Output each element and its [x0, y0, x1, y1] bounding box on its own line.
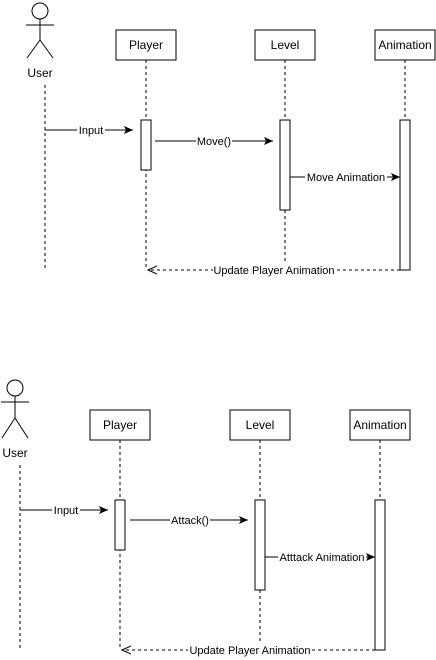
- message-input: Input: [20, 503, 108, 517]
- message-update-player-animation: Update Player Animation: [122, 643, 375, 657]
- actor-label: User: [2, 446, 27, 460]
- actor-user: User: [1, 379, 29, 648]
- participant-player: Player: [115, 29, 177, 268]
- participant-label: Animation: [353, 418, 406, 432]
- actor-user: User: [26, 2, 54, 268]
- message-label: Input: [79, 125, 103, 137]
- message-attack: Attack(): [130, 513, 248, 527]
- message-attack-animation: Atttack Animation: [265, 550, 375, 564]
- participant-player: Player: [89, 409, 151, 648]
- message-label: Update Player Animation: [213, 265, 334, 277]
- sequence-diagram-2: User Player Level Animation: [1, 379, 411, 657]
- participant-box: [229, 409, 291, 441]
- message-move-animation: Move Animation: [290, 170, 400, 184]
- activation-bar-level: [279, 119, 291, 211]
- message-label: Move Animation: [307, 172, 385, 184]
- message-label: Attack(): [171, 515, 209, 527]
- participant-label: Player: [103, 418, 137, 432]
- message-input: Input: [45, 123, 133, 137]
- participant-label: Animation: [378, 38, 431, 52]
- participant-animation: Animation: [374, 29, 436, 271]
- participant-label: Level: [246, 418, 275, 432]
- participant-level: Level: [229, 409, 291, 648]
- participant-box: [89, 409, 151, 441]
- actor-label: User: [27, 66, 52, 80]
- activation-bar-animation: [374, 499, 386, 651]
- activation-bar-player: [140, 119, 152, 171]
- participant-label: Level: [271, 38, 300, 52]
- participant-label: Player: [129, 38, 163, 52]
- message-label: Move(): [197, 136, 231, 148]
- participant-animation: Animation: [349, 409, 411, 651]
- activation-bar-level: [254, 499, 266, 591]
- message-label: Update Player Animation: [189, 645, 310, 657]
- stick-figure-icon: [26, 2, 54, 59]
- message-update-player-animation: Update Player Animation: [148, 263, 400, 277]
- participant-level: Level: [254, 29, 316, 268]
- message-label: Atttack Animation: [280, 552, 365, 564]
- participant-box: [254, 29, 316, 61]
- activation-bar-animation: [399, 119, 411, 271]
- sequence-diagram-1: User Player Level Animation: [26, 2, 436, 277]
- activation-bar-player: [114, 499, 126, 551]
- stick-figure-icon: [1, 379, 29, 439]
- message-label: Input: [54, 505, 78, 517]
- participant-box: [115, 29, 177, 61]
- message-move: Move(): [155, 134, 273, 148]
